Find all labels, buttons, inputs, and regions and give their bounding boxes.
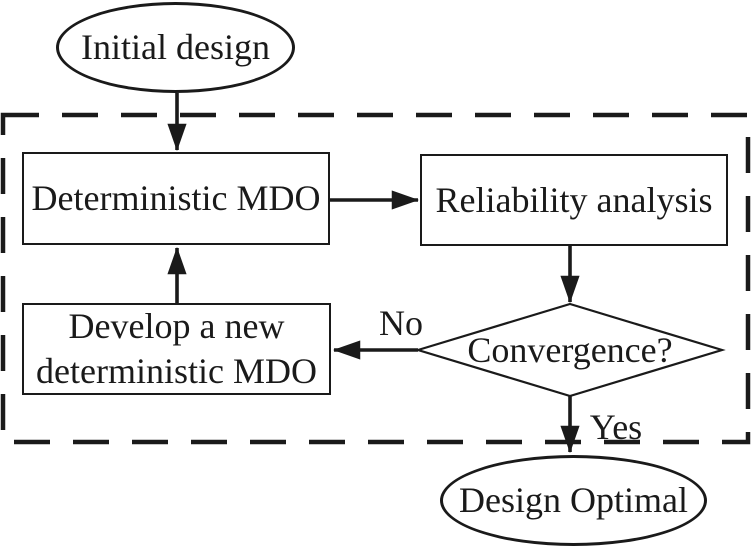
node-deterministic-mdo: Deterministic MDO xyxy=(22,152,330,245)
edge-label-no: No xyxy=(379,303,423,343)
node-design-optimal-label: Design Optimal xyxy=(459,480,688,520)
node-convergence: Convergence? xyxy=(418,304,722,396)
edge-label-yes: Yes xyxy=(589,407,643,447)
convergence-diamond-shape xyxy=(414,302,726,398)
node-design-optimal: Design Optimal xyxy=(440,455,707,546)
dashed-boundary-box xyxy=(0,112,751,445)
node-develop-new-mdo: Develop a new deterministic MDO xyxy=(22,303,331,395)
node-convergence-label: Convergence? xyxy=(467,330,673,370)
node-develop-new-mdo-label: Develop a new deterministic MDO xyxy=(36,306,317,391)
node-initial-design-label: Initial design xyxy=(81,27,270,67)
node-reliability-analysis-label: Reliability analysis xyxy=(435,179,713,220)
node-reliability-analysis: Reliability analysis xyxy=(420,154,728,246)
node-initial-design: Initial design xyxy=(56,2,295,93)
node-deterministic-mdo-label: Deterministic MDO xyxy=(31,178,321,218)
